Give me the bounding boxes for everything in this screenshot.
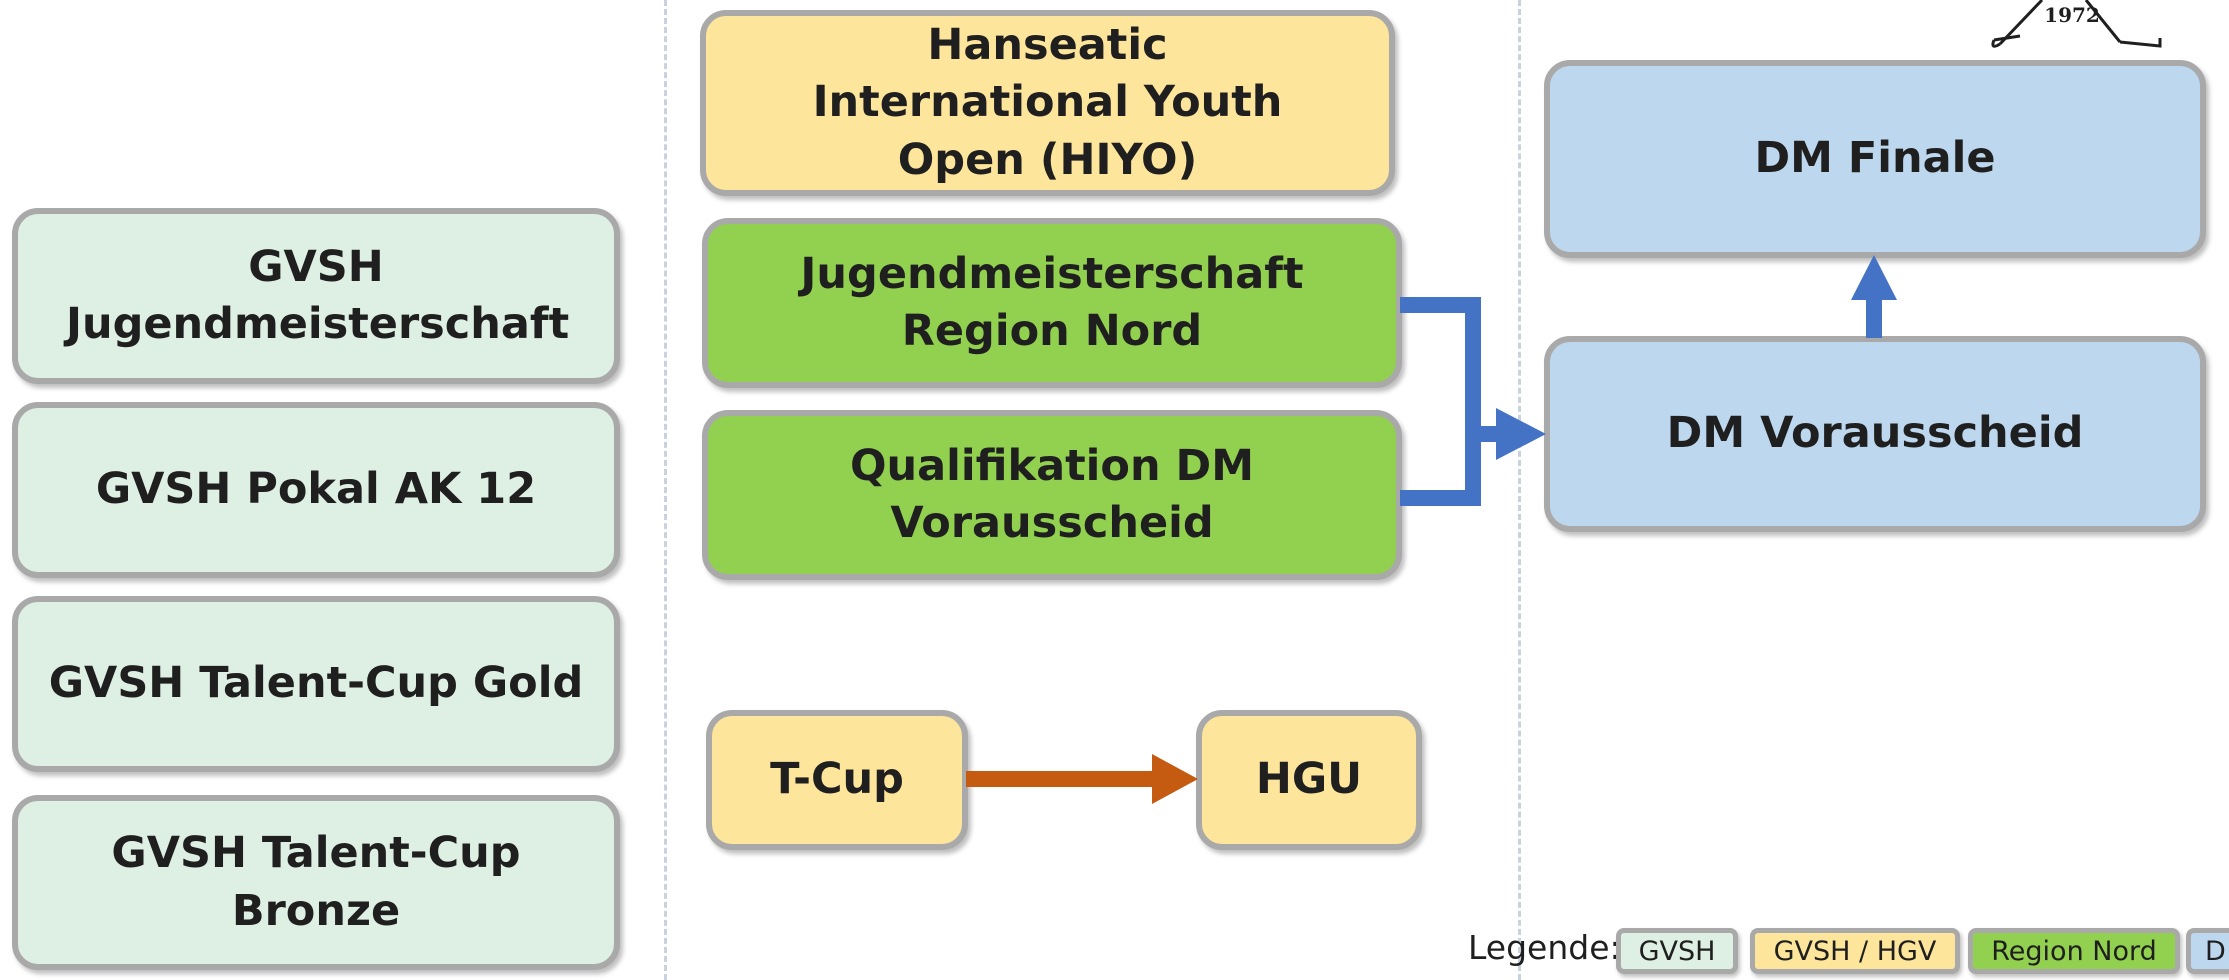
legend-item-gvsh-hgv: GVSH / HGV — [1750, 928, 1960, 974]
gvsh-talent-cup-bronze-box: GVSH Talent-Cup Bronze — [12, 795, 620, 970]
legend-item-gvsh: GVSH — [1616, 928, 1738, 974]
qualifikation-dm-vorausscheid-box: Qualifikation DM Vorausscheid — [702, 410, 1402, 580]
column-divider-right — [1518, 0, 1521, 980]
box-label: Qualifikation DM Vorausscheid — [849, 440, 1255, 548]
box-label: Hanseatic International Youth Open (HIYO… — [812, 20, 1283, 185]
hgu-box: HGU — [1196, 710, 1422, 850]
legend-item-label: GVSH — [1638, 935, 1716, 967]
connector-quali-dm — [1400, 420, 1481, 506]
club-logo: 1972 — [1991, 0, 2162, 48]
box-label: GVSH Jugendmeisterschaft — [66, 241, 570, 349]
legend-item-label: Region Nord — [1991, 935, 2157, 967]
box-label: DM Finale — [1754, 133, 1996, 184]
dm-vorausscheid-box: DM Vorausscheid — [1544, 336, 2206, 532]
arrowhead-to-hgu — [1152, 754, 1198, 804]
arrowhead-to-dm-vorausscheid — [1496, 408, 1546, 460]
legend-item-region-nord: Region Nord — [1968, 928, 2180, 974]
arrowhead-to-dm-finale — [1851, 255, 1897, 300]
column-divider-left — [664, 0, 667, 980]
gvsh-jugendmeisterschaft-box: GVSH Jugendmeisterschaft — [12, 208, 620, 384]
connector-jugend-nord — [1400, 297, 1481, 434]
gvsh-talent-cup-gold-box: GVSH Talent-Cup Gold — [12, 596, 620, 772]
legend-item-label: D — [2205, 935, 2226, 967]
box-label: DM Vorausscheid — [1666, 408, 2084, 459]
box-label: HGU — [1255, 754, 1363, 805]
hiyo-box: Hanseatic International Youth Open (HIYO… — [700, 10, 1395, 196]
box-label: GVSH Talent-Cup Gold — [48, 658, 584, 709]
legend-label: Legende: — [1468, 928, 1621, 967]
box-label: GVSH Talent-Cup Bronze — [111, 828, 521, 936]
legend-item-label: GVSH / HGV — [1773, 935, 1937, 967]
logo-year: 1972 — [2044, 3, 2100, 27]
dm-finale-box: DM Finale — [1544, 60, 2206, 258]
legend-item-dm: D — [2186, 928, 2229, 974]
jugendmeisterschaft-region-nord-box: Jugendmeisterschaft Region Nord — [702, 218, 1402, 388]
gvsh-pokal-ak12-box: GVSH Pokal AK 12 — [12, 402, 620, 578]
box-label: Jugendmeisterschaft Region Nord — [800, 248, 1304, 356]
t-cup-box: T-Cup — [706, 710, 968, 850]
box-label: GVSH Pokal AK 12 — [95, 464, 537, 515]
box-label: T-Cup — [770, 754, 904, 805]
